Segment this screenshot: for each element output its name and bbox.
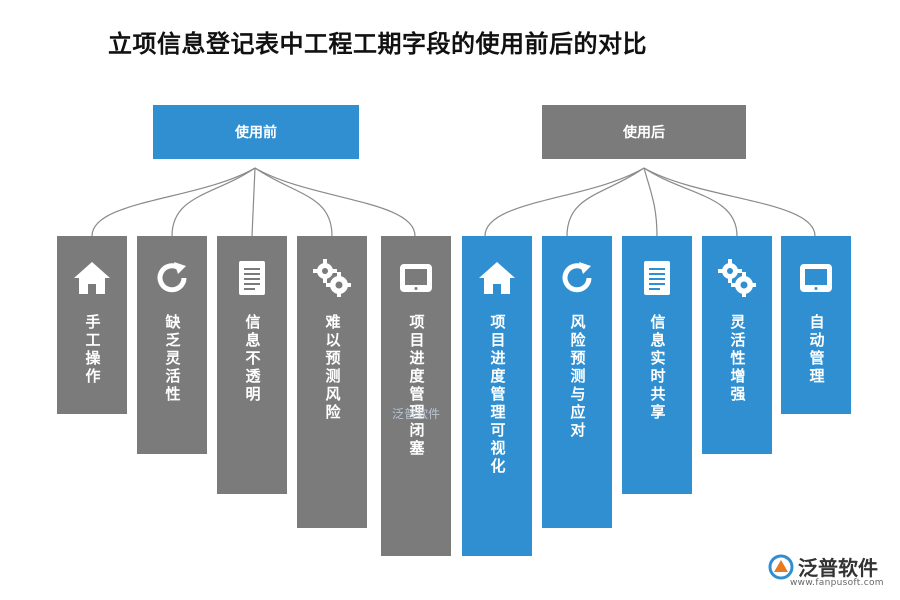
connector-before-3 [251,167,256,237]
home-icon [477,258,517,298]
connector-before-4 [254,167,333,237]
after-item-4-label: 灵活性增强 [728,314,747,404]
before-item-4-label: 难以预测风险 [323,314,342,422]
before-item-4: 难以预测风险 [297,236,367,528]
after-item-1-label: 项目进度管理可视化 [488,314,507,476]
connector-after-2 [566,167,645,237]
logo-url: www.fanpusoft.com [790,578,884,588]
logo-name: 泛普软件 [798,556,878,580]
tablet-icon [396,258,436,298]
connector-before-2 [171,167,256,237]
after-item-2: 风险预测与应对 [542,236,612,528]
after-item-3-label: 信息实时共享 [648,314,667,422]
connector-before-5 [254,167,416,237]
after-item-2-label: 风险预测与应对 [568,314,587,440]
before-item-5: 项目进度管理闭塞 [381,236,451,556]
before-item-1-label: 手工操作 [83,314,102,386]
tablet-icon [796,258,836,298]
before-header: 使用前 [153,105,359,159]
after-item-3: 信息实时共享 [622,236,692,494]
watermark: 泛普软件 [392,407,441,421]
refresh-icon [557,258,597,298]
connector-after-1 [484,167,645,237]
home-icon [72,258,112,298]
before-item-2: 缺乏灵活性 [137,236,207,454]
after-item-4: 灵活性增强 [702,236,772,454]
before-item-5-label: 项目进度管理闭塞 [407,314,426,458]
connector-after-5 [643,167,816,237]
connector-after-4 [643,167,738,237]
after-item-5-label: 自动管理 [807,314,826,386]
before-item-2-label: 缺乏灵活性 [163,314,182,404]
before-item-3: 信息不透明 [217,236,287,494]
after-item-5: 自动管理 [781,236,851,414]
gears-icon [717,258,757,298]
document-icon [232,258,272,298]
connector-before-1 [91,167,256,237]
page-title: 立项信息登记表中工程工期字段的使用前后的对比 [108,30,647,58]
before-item-3-label: 信息不透明 [243,314,262,404]
brand-logo: 泛普软件 [768,552,878,581]
refresh-icon [152,258,192,298]
logo-icon [768,554,794,579]
gears-icon [312,258,352,298]
connector-after-3 [643,167,658,237]
before-item-1: 手工操作 [57,236,127,414]
after-header: 使用后 [542,105,746,159]
after-item-1: 项目进度管理可视化 [462,236,532,556]
document-icon [637,258,677,298]
